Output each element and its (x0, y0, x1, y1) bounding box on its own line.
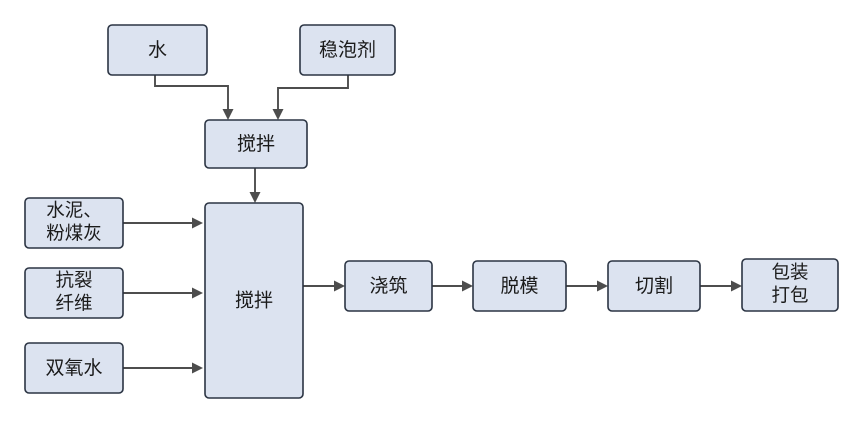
node-mixing-stage-1-label: 搅拌 (237, 133, 275, 155)
nodes-layer: 水稳泡剂搅拌水泥、粉煤灰抗裂纤维双氧水搅拌浇筑脱模切割包装打包 (24, 24, 839, 399)
edge-foam-stabilizer-to-mixing-1 (272, 75, 349, 120)
node-mixing-stage-2-box[interactable] (204, 202, 304, 399)
edge-hydrogen-peroxide-to-mixing-2 (123, 362, 203, 374)
edge-demolding-to-cutting-arrowhead (597, 280, 608, 292)
node-mixing-stage-2-label-line-1: 搅拌 (235, 289, 273, 311)
node-mixing-stage-1-label-line-1: 搅拌 (237, 133, 275, 155)
node-demolding-label-line-1: 脱模 (500, 275, 538, 297)
node-packaging-label: 包装打包 (771, 263, 808, 307)
node-foam-stabilizer-label-line-1: 稳泡剂 (319, 39, 376, 61)
edge-fiber-to-mixing-2-arrowhead (192, 287, 203, 299)
node-mixing-stage-1-box[interactable] (204, 119, 308, 169)
edge-fiber-to-mixing-2 (123, 287, 203, 299)
edge-mixing-1-to-mixing-2-arrowhead (249, 192, 261, 203)
edge-pouring-to-demolding-arrowhead (462, 280, 473, 292)
node-hydrogen-peroxide-label-line-1: 双氧水 (45, 357, 102, 379)
node-pouring-label-line-1: 浇筑 (369, 275, 407, 297)
edge-water-to-mixing-1-line (154, 75, 229, 113)
node-cement-and-fly-ash-box[interactable] (24, 197, 124, 249)
node-pouring[interactable]: 浇筑 (344, 260, 433, 312)
edge-cement-to-mixing-2-arrowhead (192, 217, 203, 229)
edge-cement-to-mixing-2 (123, 217, 203, 229)
node-foam-stabilizer-label: 稳泡剂 (319, 39, 376, 61)
edge-foam-stabilizer-to-mixing-1-line (277, 75, 349, 113)
node-demolding[interactable]: 脱模 (472, 260, 567, 312)
edge-water-to-mixing-1 (154, 75, 234, 120)
edge-demolding-to-cutting (566, 280, 608, 292)
edge-foam-stabilizer-to-mixing-1-arrowhead (272, 109, 284, 120)
node-hydrogen-peroxide-label: 双氧水 (45, 357, 102, 379)
node-cement-and-fly-ash[interactable]: 水泥、粉煤灰 (24, 197, 124, 249)
edge-mixing-2-to-pouring-arrowhead (334, 280, 345, 292)
node-foam-stabilizer-box[interactable] (299, 24, 396, 76)
edge-mixing-2-to-pouring (303, 280, 345, 292)
node-mixing-stage-2[interactable]: 搅拌 (204, 202, 304, 399)
node-water-label-line-1: 水 (148, 39, 167, 61)
node-water-label: 水 (148, 39, 167, 61)
edge-mixing-1-to-mixing-2 (249, 168, 261, 203)
node-mixing-stage-2-label: 搅拌 (235, 289, 273, 311)
node-anti-crack-fiber-label-line-2: 纤维 (55, 294, 92, 315)
node-hydrogen-peroxide-box[interactable] (24, 342, 124, 394)
node-packaging-label-line-1: 包装 (771, 263, 808, 284)
node-cutting[interactable]: 切割 (607, 260, 701, 312)
node-foam-stabilizer[interactable]: 稳泡剂 (299, 24, 396, 76)
node-cement-and-fly-ash-label-line-1: 水泥、 (46, 201, 102, 222)
node-cement-and-fly-ash-label-line-2: 粉煤灰 (46, 224, 102, 245)
node-water-box[interactable] (107, 24, 208, 76)
node-demolding-label: 脱模 (500, 275, 538, 297)
node-water[interactable]: 水 (107, 24, 208, 76)
node-anti-crack-fiber-box[interactable] (24, 267, 124, 319)
node-mixing-stage-1[interactable]: 搅拌 (204, 119, 308, 169)
node-anti-crack-fiber-label: 抗裂纤维 (55, 271, 92, 315)
node-hydrogen-peroxide[interactable]: 双氧水 (24, 342, 124, 394)
node-cutting-label: 切割 (635, 275, 673, 297)
node-cement-and-fly-ash-label: 水泥、粉煤灰 (46, 201, 102, 245)
edge-pouring-to-demolding (432, 280, 473, 292)
edge-hydrogen-peroxide-to-mixing-2-arrowhead (192, 362, 203, 374)
edges-layer (123, 75, 742, 374)
edge-cutting-to-packaging (700, 280, 742, 292)
node-pouring-label: 浇筑 (369, 275, 407, 297)
node-packaging[interactable]: 包装打包 (741, 258, 839, 312)
node-demolding-box[interactable] (472, 260, 567, 312)
node-anti-crack-fiber[interactable]: 抗裂纤维 (24, 267, 124, 319)
node-packaging-box[interactable] (741, 258, 839, 312)
edge-water-to-mixing-1-arrowhead (222, 109, 234, 120)
node-anti-crack-fiber-label-line-1: 抗裂 (55, 271, 92, 292)
node-pouring-box[interactable] (344, 260, 433, 312)
edge-cutting-to-packaging-arrowhead (731, 280, 742, 292)
node-packaging-label-line-2: 打包 (771, 286, 808, 307)
node-cutting-box[interactable] (607, 260, 701, 312)
node-cutting-label-line-1: 切割 (635, 275, 673, 297)
